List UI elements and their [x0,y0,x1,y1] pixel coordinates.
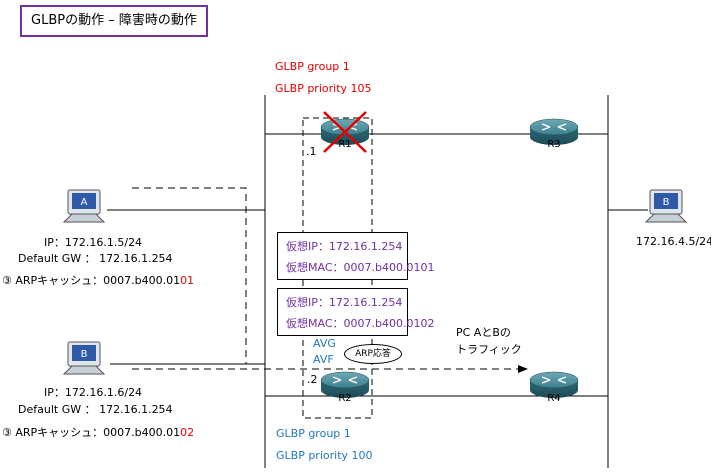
pc-b-icon[interactable]: B [62,341,106,375]
pc-b-gw: Default GW ： 172.16.1.254 [18,403,173,416]
virtual-mac-box-2: 仮想IP：172.16.1.254 仮想MAC：0007.b400.0102 [277,288,434,336]
router-r4[interactable]: R4 [529,371,579,404]
r4-name: R4 [547,393,560,404]
r2-priority-label: GLBP priority 100 [276,449,373,462]
virtual-mac-box-1: 仮想IP：172.16.1.254 仮想MAC：0007.b400.0101 [277,232,434,280]
r2-avg-label: AVG [313,337,336,350]
router-r2[interactable]: R2 [320,371,370,404]
router-r1[interactable]: R1 [320,118,370,150]
pc-remote-icon[interactable]: B [644,189,688,223]
pc-a-arp-suffix: 01 [180,274,195,287]
glbp-group-outline [302,117,373,419]
traffic-label-line2: トラフィック [456,343,522,356]
vip2-ip: 仮想IP：172.16.1.254 [286,296,403,309]
r1-interface-label: .1 [306,145,317,158]
pc-a-icon[interactable]: A [62,189,106,223]
pc-b-arp-suffix: 02 [180,426,195,439]
failure-x-icon [323,111,367,153]
r1-name: R1 [338,139,351,150]
r2-name: R2 [338,393,351,404]
vip2-mac: 仮想MAC：0007.b400.0102 [286,317,435,330]
r2-avf-label: AVF [313,353,334,366]
pc-remote-label: B [663,197,670,208]
pc-b-ip: IP：172.16.1.6/24 [44,386,143,399]
pc-a-traffic-path [132,187,247,364]
vip1-ip: 仮想IP：172.16.1.254 [286,240,403,253]
r2-group-label: GLBP group 1 [276,427,351,440]
router-r3[interactable]: R3 [529,118,579,150]
pc-a-arp-cache: ③ ARPキャッシュ：0007.b400.0101 [2,274,194,288]
pc-a-label: A [81,197,88,208]
diagram-title: GLBPの動作 – 障害時の動作 [20,5,208,37]
r2-interface-label: .2 [307,373,318,386]
pc-b-arp-cache: ③ ARPキャッシュ：0007.b400.0102 [2,426,194,440]
pc-b-label: B [81,349,88,360]
pc-a-ip: IP：172.16.1.5/24 [44,236,143,249]
r1-priority-label: GLBP priority 105 [275,82,372,95]
vip1-mac: 仮想MAC：0007.b400.0101 [286,261,435,274]
r3-name: R3 [547,139,560,150]
pc-b-arp-prefix: ③ ARPキャッシュ：0007.b400.01 [2,426,181,439]
traffic-label-line1: PC AとBの [456,326,511,339]
pc-a-gw: Default GW ： 172.16.1.254 [18,252,173,265]
arp-reply-bubble: ARP応答 [344,344,402,364]
pc-remote-ip: 172.16.4.5/24 [636,235,711,248]
r1-group-label: GLBP group 1 [275,60,350,73]
pc-a-arp-prefix: ③ ARPキャッシュ：0007.b400.01 [2,274,181,287]
